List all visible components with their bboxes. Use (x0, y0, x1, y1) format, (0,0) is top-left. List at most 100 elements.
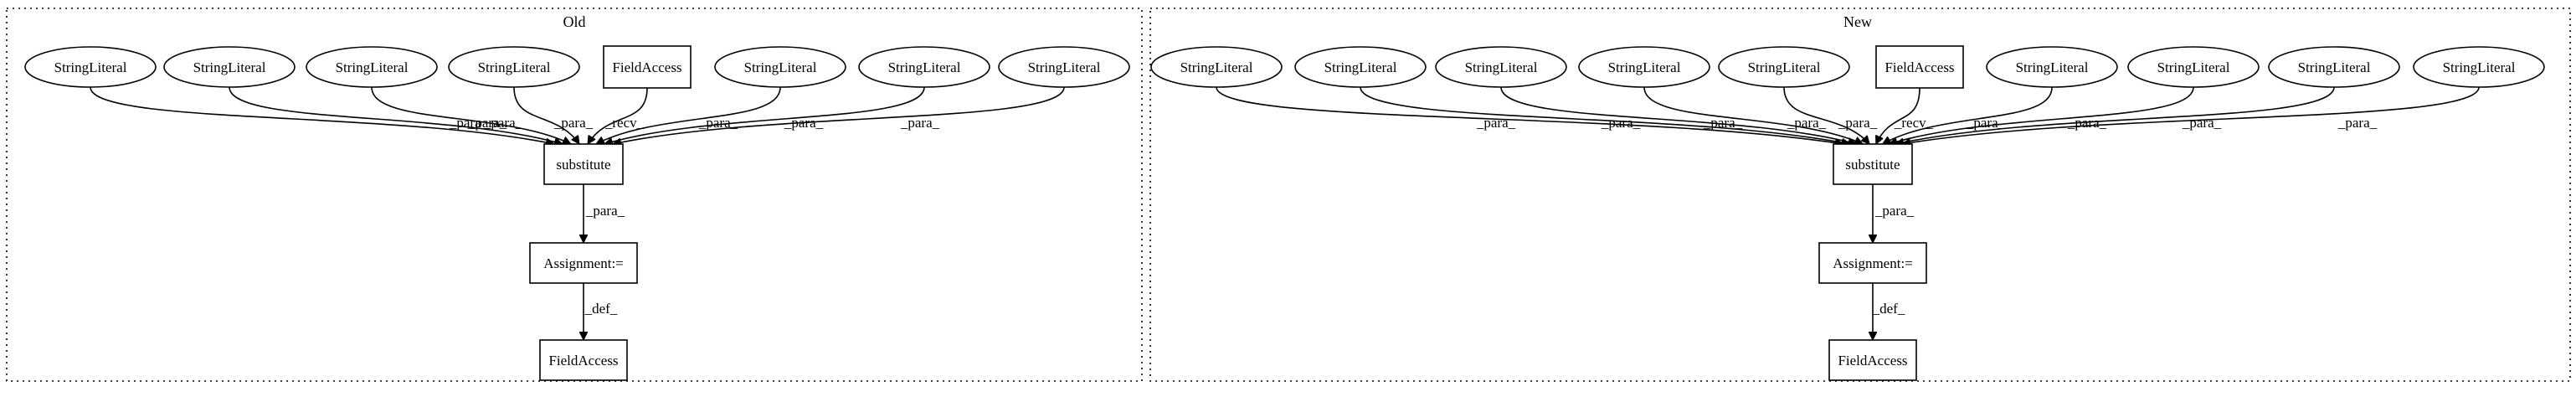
node-label: FieldAccess (1838, 353, 1907, 368)
node-old-out: FieldAccess (539, 339, 628, 381)
node-label: Assignment:= (1833, 255, 1913, 271)
node-new-s6: StringLiteral (1986, 46, 2118, 88)
node-shape (543, 143, 624, 185)
node-label: StringLiteral (1465, 59, 1538, 75)
node-label: FieldAccess (548, 353, 618, 368)
node-shape (1818, 242, 1927, 284)
node-label: StringLiteral (478, 59, 551, 75)
node-new-asg: Assignment:= (1818, 242, 1927, 284)
cluster-new-title: New (1843, 13, 1872, 30)
node-new-out: FieldAccess (1828, 339, 1917, 381)
node-label: StringLiteral (1748, 59, 1821, 75)
node-old-s1: StringLiteral (24, 46, 157, 88)
node-label: StringLiteral (1028, 59, 1101, 75)
edge-new-s6-to-sub (1883, 86, 2053, 145)
edge-label-new-s1: _para_ (1476, 115, 1516, 131)
node-new-fa: FieldAccess (1875, 45, 1964, 89)
edge-label-old-asg: _def_ (584, 301, 618, 317)
node-old-fa: FieldAccess (603, 45, 692, 89)
node-shape (306, 46, 438, 88)
cluster-old-title: Old (563, 13, 586, 30)
edge-new-s7-to-sub (1889, 86, 2194, 144)
cluster-new-frame (1149, 8, 2571, 382)
edge-new-s4-to-sub (1643, 86, 1863, 144)
node-new-s4: StringLiteral (1578, 46, 1710, 88)
node-new-s9: StringLiteral (2413, 46, 2545, 88)
edge-new-s1-to-sub (1216, 86, 1843, 144)
edge-new-s5-to-sub (1783, 86, 1869, 144)
node-shape (1833, 143, 1913, 185)
edge-old-s6-to-sub (604, 86, 925, 144)
node-shape (163, 46, 296, 88)
edge-label-new-fa: _recv_ (1894, 115, 1934, 131)
node-shape (529, 242, 638, 284)
edge-label-old-fa: _recv_ (604, 115, 645, 131)
edge-label-new-sub: _para_ (1874, 203, 1915, 219)
node-old-s6: StringLiteral (858, 46, 990, 88)
node-new-sub: substitute (1833, 143, 1913, 185)
node-new-s2: StringLiteral (1294, 46, 1427, 88)
node-new-s5: StringLiteral (1718, 46, 1850, 88)
node-new-s7: StringLiteral (2127, 46, 2260, 88)
node-label: StringLiteral (336, 59, 409, 75)
node-label: StringLiteral (193, 59, 266, 75)
node-shape (448, 46, 580, 88)
edge-label-new-s9: _para_ (2337, 115, 2378, 131)
node-old-s2: StringLiteral (163, 46, 296, 88)
edge-label-old-sub: _para_ (585, 203, 625, 219)
node-label: StringLiteral (54, 59, 127, 75)
edge-old-s2-to-sub (229, 86, 563, 144)
node-label: StringLiteral (888, 59, 961, 75)
node-old-sub: substitute (543, 143, 624, 185)
edge-old-s4-to-sub (513, 86, 580, 144)
node-shape (539, 339, 628, 381)
node-label: StringLiteral (2157, 59, 2230, 75)
node-old-s4: StringLiteral (448, 46, 580, 88)
node-label: StringLiteral (2443, 59, 2516, 75)
node-old-s7: StringLiteral (998, 46, 1130, 88)
node-shape (1828, 339, 1917, 381)
edge-label-old-s4: _para_ (553, 115, 594, 131)
edge-old-s1-to-sub (90, 86, 554, 144)
edge-label-old-s3: _para_ (483, 115, 523, 131)
node-shape (2413, 46, 2545, 88)
node-shape (1718, 46, 1850, 88)
cluster-old-frame (6, 8, 1143, 382)
node-new-s3: StringLiteral (1435, 46, 1567, 88)
edge-label-old-s5: _para_ (698, 115, 738, 131)
edge-old-fa-to-sub (587, 87, 648, 144)
node-shape (1150, 46, 1283, 88)
edge-old-s3-to-sub (371, 86, 571, 145)
edge-new-s8-to-sub (1895, 86, 2335, 144)
node-shape (603, 45, 692, 89)
node-shape (2268, 46, 2400, 88)
node-label: FieldAccess (1884, 59, 1954, 75)
node-shape (1875, 45, 1964, 89)
node-shape (714, 46, 846, 88)
node-new-s8: StringLiteral (2268, 46, 2400, 88)
node-label: StringLiteral (1324, 59, 1397, 75)
node-new-s1: StringLiteral (1150, 46, 1283, 88)
node-shape (2127, 46, 2260, 88)
edge-label-old-s7: _para_ (900, 115, 940, 131)
node-label: substitute (1845, 157, 1900, 173)
edge-label-new-s8: _para_ (2182, 115, 2222, 131)
node-label: FieldAccess (612, 59, 681, 75)
node-label: StringLiteral (2016, 59, 2089, 75)
edge-new-s3-to-sub (1500, 86, 1857, 144)
node-shape (1578, 46, 1710, 88)
edge-label-new-s4: _para_ (1787, 115, 1827, 131)
node-old-asg: Assignment:= (529, 242, 638, 284)
edge-label-new-s2: _para_ (1601, 115, 1641, 131)
node-shape (858, 46, 990, 88)
edge-new-s9-to-sub (1902, 86, 2480, 144)
node-label: substitute (556, 157, 610, 173)
node-old-s5: StringLiteral (714, 46, 846, 88)
node-shape (1986, 46, 2118, 88)
node-shape (24, 46, 157, 88)
node-label: StringLiteral (1180, 59, 1253, 75)
edge-label-new-s5: _para_ (1838, 115, 1878, 131)
node-label: StringLiteral (1608, 59, 1681, 75)
edge-old-s5-to-sub (596, 86, 781, 145)
